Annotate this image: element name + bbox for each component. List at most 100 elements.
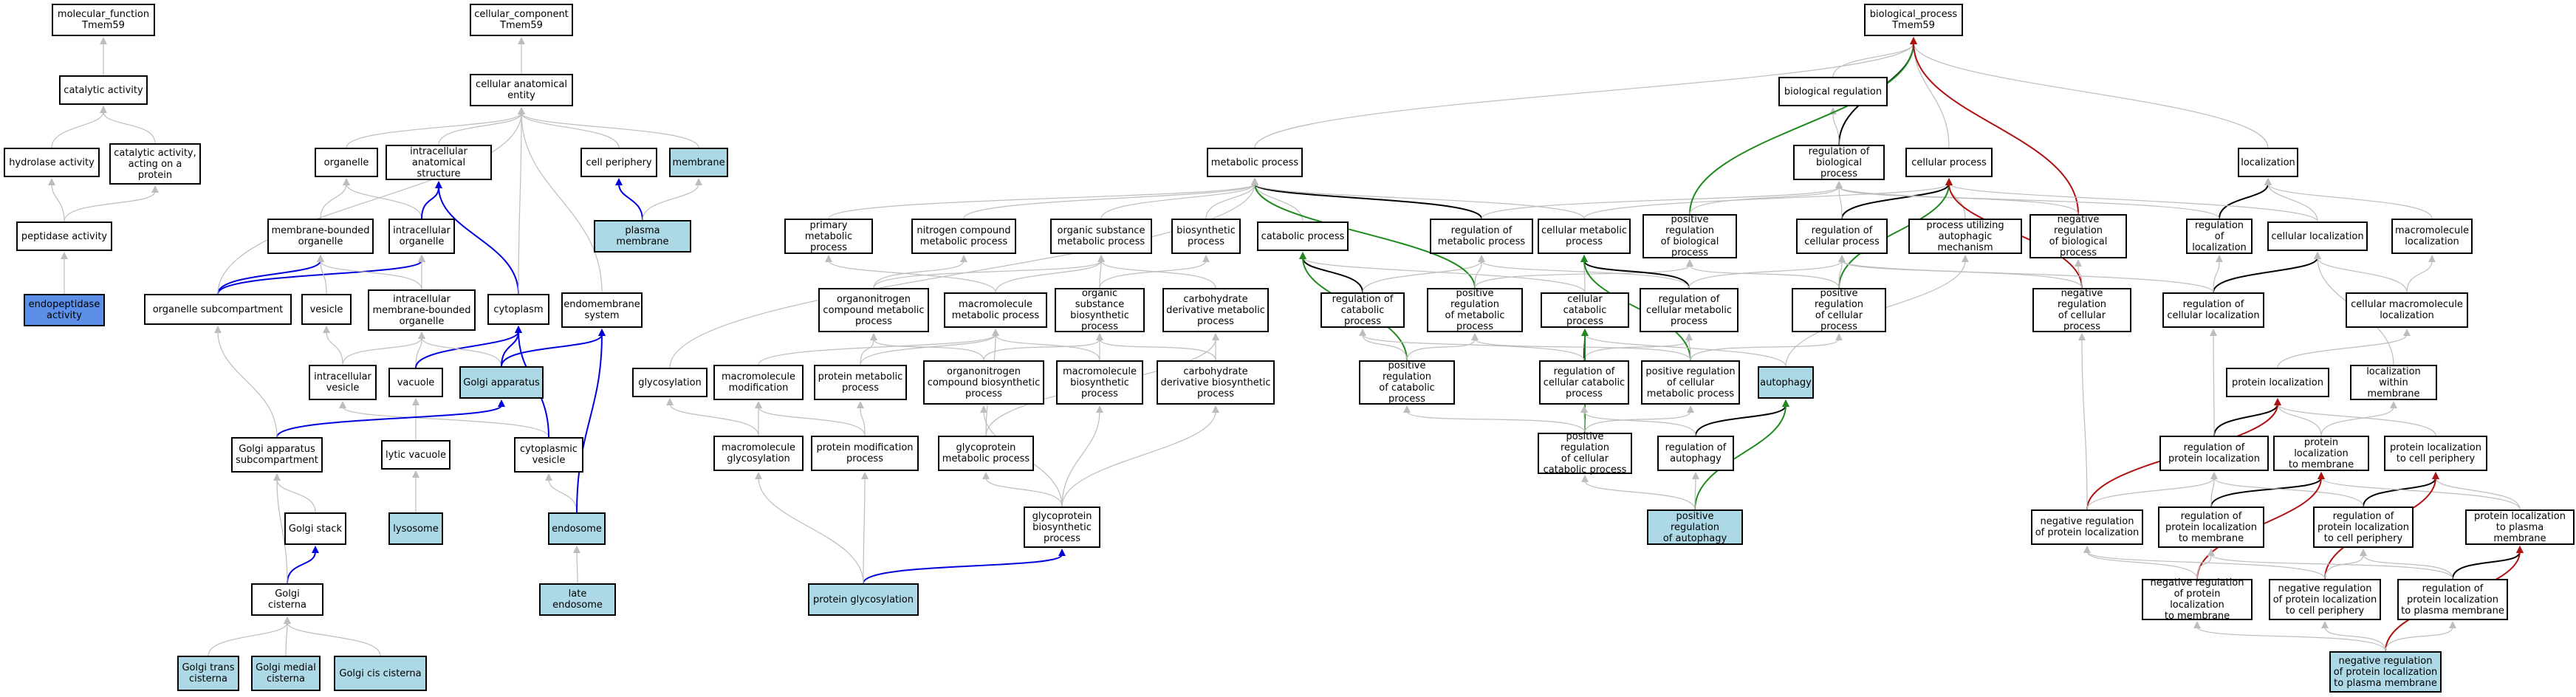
- node-localization-within-membrane[interactable]: localization within membrane: [2350, 365, 2437, 400]
- node-golgi-apparatus-subcompartment[interactable]: Golgi apparatus subcompartment: [231, 437, 323, 473]
- node-catabolic-process[interactable]: catabolic process: [1257, 222, 1349, 251]
- node-vacuole[interactable]: vacuole: [388, 368, 443, 397]
- node-organelle[interactable]: organelle: [315, 148, 378, 177]
- node-cellular-catabolic-process[interactable]: cellular catabolic process: [1541, 292, 1629, 328]
- node-positive-regulation-of-cellular-metabolic-process[interactable]: positive regulation of cellular metaboli…: [1641, 360, 1740, 405]
- node-intracellular-membrane-bounded-organelle[interactable]: intracellular membrane-bounded organelle: [368, 289, 476, 331]
- node-negative-regulation-of-protein-localization-to-cell-periphery[interactable]: negative regulation of protein localizat…: [2269, 579, 2381, 620]
- node-endopeptidase-activity[interactable]: endopeptidase activity: [24, 294, 105, 326]
- node-negative-regulation-of-protein-localization-to-plasma-membrane[interactable]: negative regulation of protein localizat…: [2329, 651, 2442, 693]
- node-membrane-bounded-organelle[interactable]: membrane-bounded organelle: [267, 219, 374, 254]
- node-cellular-macromolecule-localization[interactable]: cellular macromolecule localization: [2346, 292, 2468, 328]
- node-golgi-cisterna[interactable]: Golgi cisterna: [251, 583, 323, 616]
- node-protein-modification-process[interactable]: protein modification process: [811, 436, 919, 471]
- node-glycoprotein-metabolic-process[interactable]: glycoprotein metabolic process: [938, 436, 1034, 471]
- node-regulation-of-protein-localization-to-plasma-membrane[interactable]: regulation of protein localization to pl…: [2397, 579, 2508, 620]
- node-membrane[interactable]: membrane: [669, 148, 728, 177]
- node-lysosome[interactable]: lysosome: [388, 512, 443, 545]
- arrowhead-praut-to-raut: [1692, 472, 1699, 479]
- node-cellular-anatomical-entity[interactable]: cellular anatomical entity: [470, 74, 573, 106]
- node-nitrogen-compound-metabolic-process[interactable]: nitrogen compound metabolic process: [911, 219, 1016, 254]
- node-primary-metabolic-process[interactable]: primary metabolic process: [784, 219, 873, 254]
- node-organic-substance-metabolic-process[interactable]: organic substance metabolic process: [1050, 219, 1152, 254]
- node-negative-regulation-of-cellular-process[interactable]: negative regulation of cellular process: [2032, 288, 2131, 332]
- node-positive-regulation-of-autophagy[interactable]: positive regulation of autophagy: [1647, 509, 1743, 545]
- node-biological-regulation[interactable]: biological regulation: [1778, 77, 1888, 106]
- node-lytic-vacuole[interactable]: lytic vacuole: [381, 440, 451, 470]
- node-macromolecule-metabolic-process[interactable]: macromolecule metabolic process: [944, 292, 1047, 328]
- node-protein-glycosylation[interactable]: protein glycosylation: [808, 583, 919, 616]
- node-regulation-of-cellular-process[interactable]: regulation of cellular process: [1796, 219, 1888, 254]
- node-glycoprotein-biosynthetic-process[interactable]: glycoprotein biosynthetic process: [1024, 507, 1100, 548]
- node-positive-regulation-of-biological-process[interactable]: positive regulation of biological proces…: [1642, 214, 1737, 258]
- node-regulation-of-metabolic-process[interactable]: regulation of metabolic process: [1430, 219, 1533, 254]
- node-metabolic-process[interactable]: metabolic process: [1207, 148, 1303, 177]
- node-regulation-of-autophagy[interactable]: regulation of autophagy: [1657, 436, 1734, 471]
- node-cytoplasm[interactable]: cytoplasm: [487, 294, 549, 325]
- node-late-endosome[interactable]: late endosome: [539, 583, 616, 616]
- node-peptidase-activity[interactable]: peptidase activity: [16, 222, 112, 251]
- node-regulation-of-catabolic-process[interactable]: regulation of catabolic process: [1320, 292, 1405, 328]
- node-organelle-subcompartment[interactable]: organelle subcompartment: [144, 294, 292, 325]
- node-regulation-of-localization[interactable]: regulation of localization: [2186, 219, 2253, 254]
- node-carbohydrate-derivative-biosynthetic-process[interactable]: carbohydrate derivative biosynthetic pro…: [1157, 360, 1275, 405]
- node-macromolecule-modification[interactable]: macromolecule modification: [713, 365, 804, 400]
- node-protein-metabolic-process[interactable]: protein metabolic process: [814, 365, 907, 400]
- node-cellular-localization[interactable]: cellular localization: [2267, 222, 2368, 251]
- node-regulation-of-protein-localization-to-membrane[interactable]: regulation of protein localization to me…: [2158, 507, 2264, 548]
- node-macromolecule-biosynthetic-process[interactable]: macromolecule biosynthetic process: [1056, 360, 1143, 405]
- node-golgi-trans-cisterna[interactable]: Golgi trans cisterna: [177, 656, 239, 691]
- node-regulation-of-cellular-catabolic-process[interactable]: regulation of cellular catabolic process: [1539, 360, 1629, 405]
- node-localization[interactable]: localization: [2238, 148, 2298, 177]
- node-biosynthetic-process[interactable]: biosynthetic process: [1171, 219, 1241, 254]
- node-negative-regulation-of-protein-localization-to-membrane[interactable]: negative regulation of protein localizat…: [2142, 577, 2253, 622]
- node-organonitrogen-compound-metabolic-process[interactable]: organonitrogen compound metabolic proces…: [818, 288, 929, 332]
- node-plasma-membrane[interactable]: plasma membrane: [594, 220, 691, 253]
- node-positive-regulation-of-cellular-catabolic-process[interactable]: positive regulation of cellular cataboli…: [1538, 431, 1632, 475]
- node-regulation-of-cellular-localization[interactable]: regulation of cellular localization: [2162, 292, 2264, 328]
- node-regulation-of-protein-localization[interactable]: regulation of protein localization: [2159, 436, 2269, 471]
- node-positive-regulation-of-metabolic-process[interactable]: positive regulation of metabolic process: [1427, 288, 1523, 332]
- node-carbohydrate-derivative-metabolic-process[interactable]: carbohydrate derivative metabolic proces…: [1162, 288, 1269, 332]
- node-catalytic-activity[interactable]: catalytic activity: [59, 75, 148, 105]
- node-process-utilizing-autophagic-mechanism[interactable]: process utilizing autophagic mechanism: [1908, 219, 2022, 254]
- node-catalytic-activity-acting-on-protein[interactable]: catalytic activity, acting on a protein: [109, 143, 201, 185]
- node-protein-localization[interactable]: protein localization: [2226, 368, 2329, 397]
- node-cellular-process[interactable]: cellular process: [1905, 148, 1993, 177]
- node-intracellular-anatomical-structure[interactable]: intracellular anatomical structure: [386, 145, 492, 180]
- node-organic-substance-biosynthetic-process[interactable]: organic substance biosynthetic process: [1055, 288, 1145, 332]
- node-cellular-metabolic-process[interactable]: cellular metabolic process: [1538, 219, 1631, 254]
- node-macromolecule-localization[interactable]: macromolecule localization: [2391, 219, 2473, 254]
- edge-pltcp-to-ploc: [2277, 403, 2436, 436]
- node-golgi-medial-cisterna[interactable]: Golgi medial cisterna: [251, 656, 321, 691]
- node-endomembrane-system[interactable]: endomembrane system: [561, 292, 643, 328]
- node-macromolecule-glycosylation[interactable]: macromolecule glycosylation: [713, 436, 804, 471]
- node-positive-regulation-of-catabolic-process[interactable]: positive regulation of catabolic process: [1359, 360, 1455, 405]
- node-vesicle[interactable]: vesicle: [301, 294, 352, 325]
- node-glycosylation[interactable]: glycosylation: [632, 368, 708, 397]
- node-intracellular-vesicle[interactable]: intracellular vesicle: [309, 365, 377, 400]
- node-molecular-function[interactable]: molecular_function Tmem59: [52, 4, 155, 36]
- node-golgi-stack[interactable]: Golgi stack: [284, 512, 346, 545]
- node-positive-regulation-of-cellular-process[interactable]: positive regulation of cellular process: [1792, 288, 1886, 332]
- node-intracellular-organelle[interactable]: intracellular organelle: [388, 219, 455, 254]
- node-regulation-of-biological-process[interactable]: regulation of biological process: [1793, 145, 1885, 180]
- node-protein-localization-to-plasma-membrane[interactable]: protein localization to plasma membrane: [2465, 509, 2575, 545]
- node-organonitrogen-compound-biosynthetic-process[interactable]: organonitrogen compound biosynthetic pro…: [923, 360, 1044, 405]
- node-protein-localization-to-cell-periphery[interactable]: protein localization to cell periphery: [2384, 436, 2487, 471]
- node-golgi-apparatus[interactable]: Golgi apparatus: [459, 366, 544, 399]
- node-regulation-of-cellular-metabolic-process[interactable]: regulation of cellular metabolic process: [1640, 288, 1739, 332]
- edge-prcp-to-cellp: [1838, 183, 1950, 289]
- node-cytoplasmic-vesicle[interactable]: cytoplasmic vesicle: [514, 437, 583, 473]
- node-golgi-cis-cisterna[interactable]: Golgi cis cisterna: [334, 656, 427, 691]
- node-regulation-of-protein-localization-to-cell-periphery[interactable]: regulation of protein localization to ce…: [2313, 507, 2414, 548]
- node-cell-periphery[interactable]: cell periphery: [580, 148, 657, 177]
- node-hydrolase-activity[interactable]: hydrolase activity: [4, 148, 100, 177]
- node-autophagy[interactable]: autophagy: [1758, 366, 1814, 399]
- node-cellular-component[interactable]: cellular_component Tmem59: [470, 4, 573, 36]
- node-endosome[interactable]: endosome: [548, 512, 606, 545]
- node-negative-regulation-of-protein-localization[interactable]: negative regulation of protein localizat…: [2031, 509, 2143, 545]
- node-protein-localization-to-membrane[interactable]: protein localization to membrane: [2273, 436, 2369, 471]
- node-negative-regulation-of-biological-process[interactable]: negative regulation of biological proces…: [2029, 214, 2127, 258]
- node-biological-process[interactable]: biological_process Tmem59: [1864, 4, 1963, 36]
